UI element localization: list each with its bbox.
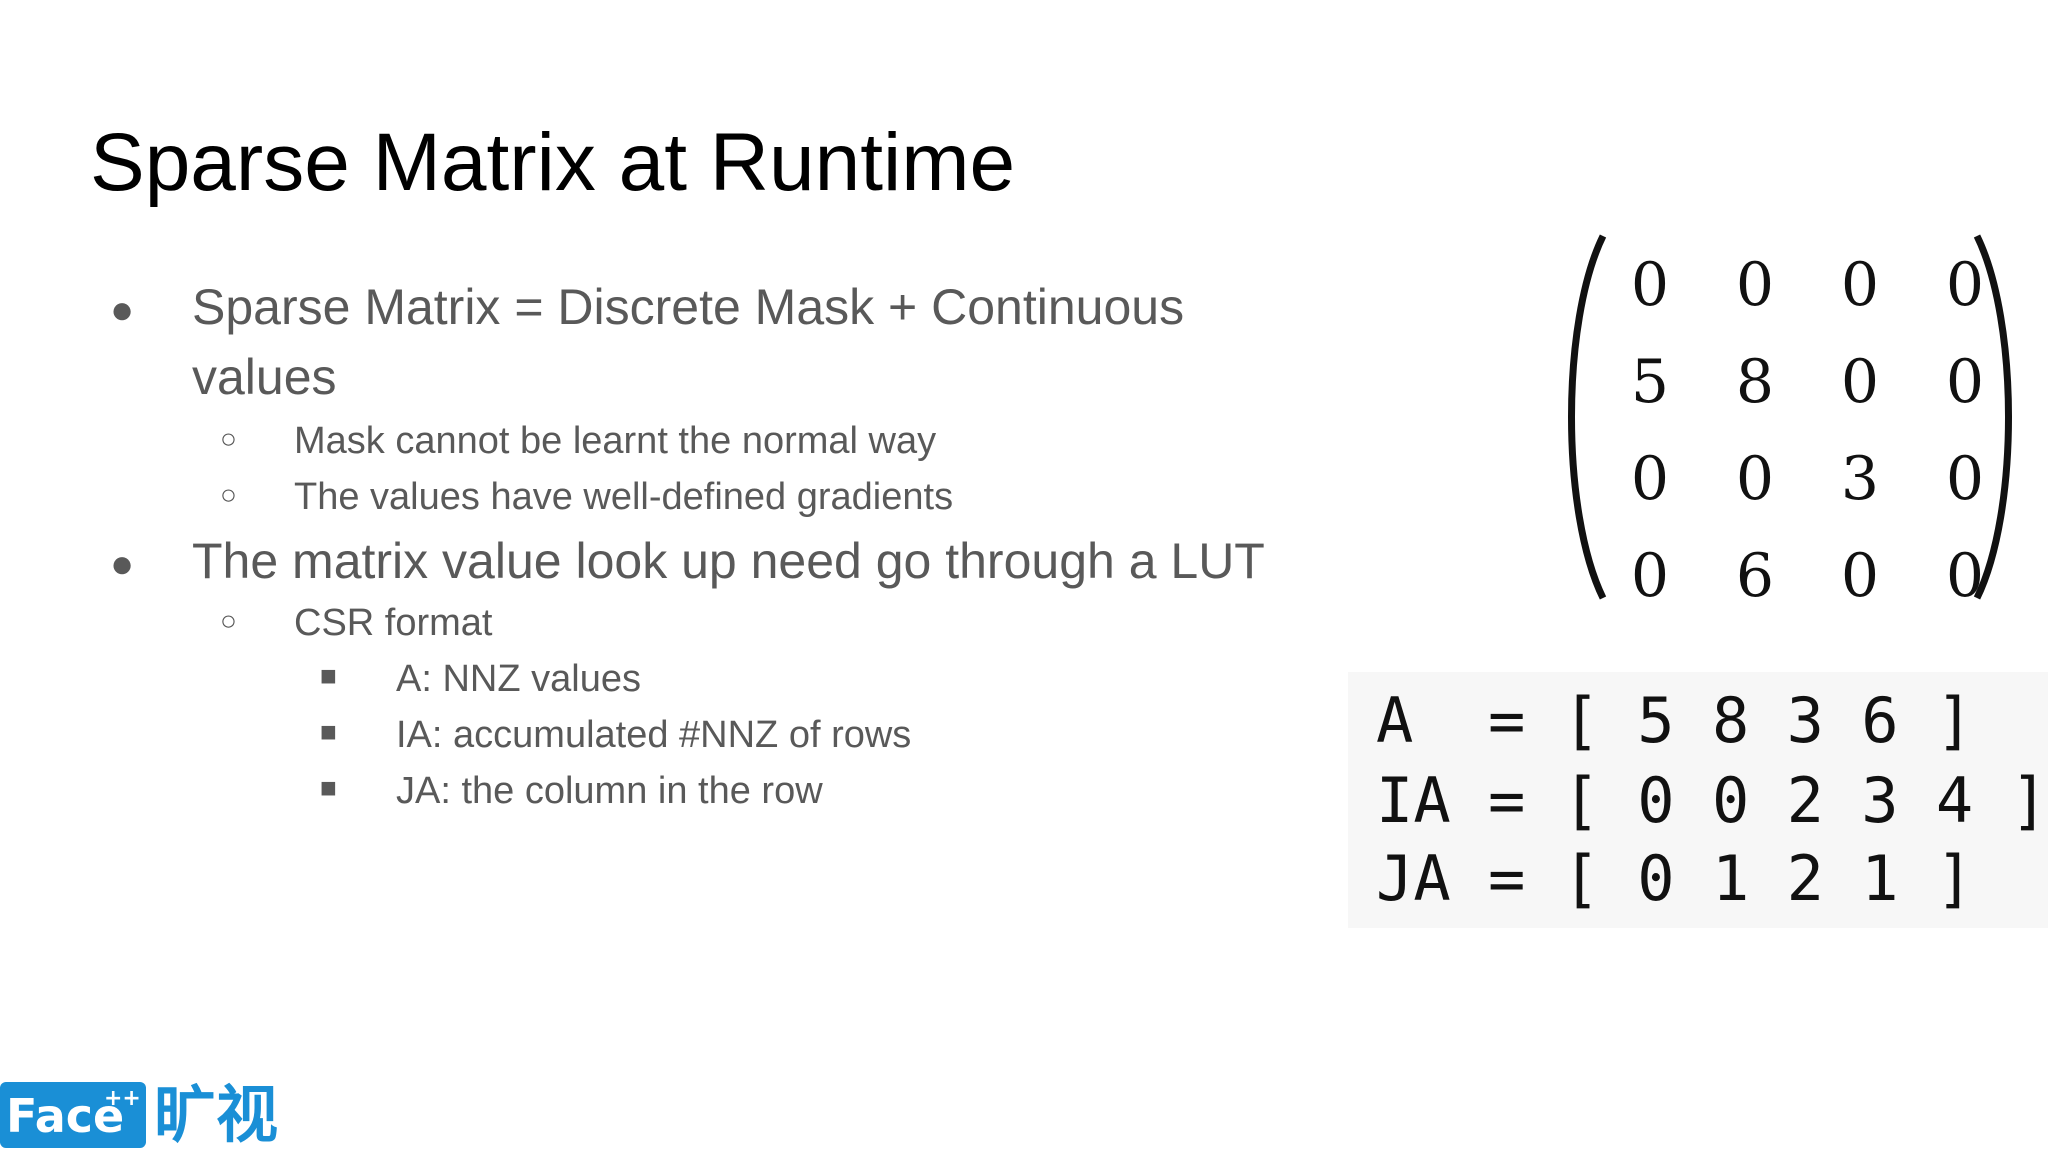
bullet-item: ● Sparse Matrix = Discrete Mask + Contin… [110, 278, 1185, 336]
sub-sub-bullet-marker: ■ [320, 660, 337, 691]
bullet-marker: ● [110, 542, 135, 586]
sub-bullet-marker: ○ [220, 479, 237, 510]
left-parenthesis [1555, 232, 1615, 602]
sub-bullet-item: ○ CSR format [220, 602, 493, 645]
matrix-cell: 5 [1630, 347, 1670, 417]
sub-sub-bullet-item: ■ JA: the column in the row [320, 770, 823, 813]
matrix-cell: 6 [1735, 541, 1775, 611]
matrix-cell: 0 [1945, 444, 1985, 514]
sub-bullet-item: ○ The values have well-defined gradients [220, 476, 954, 519]
matrix-cell: 0 [1945, 347, 1985, 417]
sub-bullet-text: Mask cannot be learnt the normal way [294, 420, 937, 462]
matrix-cell: 0 [1945, 541, 1985, 611]
bullet-item: ● The matrix value look up need go throu… [110, 532, 1265, 590]
logo-superscript: ++ [104, 1086, 141, 1111]
bullet-text: Sparse Matrix = Discrete Mask + Continuo… [192, 279, 1185, 335]
bullet-continuation: values [192, 348, 337, 406]
sub-sub-bullet-item: ■ A: NNZ values [320, 658, 641, 701]
matrix-cell: 0 [1735, 250, 1775, 320]
csr-arrays-box: A = [ 5 8 3 6 ] IA = [ 0 0 2 3 4 ] JA = … [1348, 672, 2048, 928]
slide-title: Sparse Matrix at Runtime [90, 117, 1016, 208]
csr-row-ja: JA = [ 0 1 2 1 ] [1376, 842, 1974, 915]
sub-bullet-item: ○ Mask cannot be learnt the normal way [220, 420, 937, 463]
facepp-logo: Face ++ 旷视 [0, 1078, 300, 1152]
bullet-text: The matrix value look up need go through… [192, 533, 1265, 589]
matrix-cell: 0 [1735, 444, 1775, 514]
matrix-cells: 0 0 0 0 5 8 0 0 0 0 3 0 0 6 0 0 [1600, 232, 1984, 611]
sub-sub-bullet-marker: ■ [320, 772, 337, 803]
matrix-cell: 0 [1630, 541, 1670, 611]
sub-sub-bullet-text: A: NNZ values [396, 658, 641, 700]
matrix-image: 0 0 0 0 5 8 0 0 0 0 3 0 0 6 0 0 [1555, 232, 2025, 611]
sub-sub-bullet-marker: ■ [320, 716, 337, 747]
csr-row-a: A = [ 5 8 3 6 ] [1376, 684, 1974, 757]
bullet-marker: ● [110, 288, 135, 332]
matrix-cell: 0 [1840, 347, 1880, 417]
sub-sub-bullet-item: ■ IA: accumulated #NNZ of rows [320, 714, 912, 757]
bullet-text: values [192, 349, 337, 405]
sub-bullet-marker: ○ [220, 423, 237, 454]
matrix-cell: 3 [1840, 444, 1880, 514]
matrix-cell: 0 [1840, 250, 1880, 320]
logo-brand-text: Face [6, 1089, 125, 1143]
matrix-cell: 0 [1630, 444, 1670, 514]
sub-bullet-marker: ○ [220, 605, 237, 636]
matrix-cell: 0 [1630, 250, 1670, 320]
sub-bullet-text: CSR format [294, 602, 493, 644]
bullet-list: ● Sparse Matrix = Discrete Mask + Contin… [110, 278, 1265, 813]
matrix-cell: 8 [1735, 347, 1775, 417]
matrix-cell: 0 [1945, 250, 1985, 320]
logo-chinese-text: 旷视 [154, 1078, 279, 1151]
sub-sub-bullet-text: IA: accumulated #NNZ of rows [396, 714, 912, 756]
right-parenthesis [1965, 232, 2025, 602]
matrix-cell: 0 [1840, 541, 1880, 611]
sub-sub-bullet-text: JA: the column in the row [396, 770, 823, 812]
csr-row-ia: IA = [ 0 0 2 3 4 ] [1376, 764, 2048, 837]
sub-bullet-text: The values have well-defined gradients [294, 476, 954, 518]
logo-badge: Face ++ [0, 1082, 146, 1148]
